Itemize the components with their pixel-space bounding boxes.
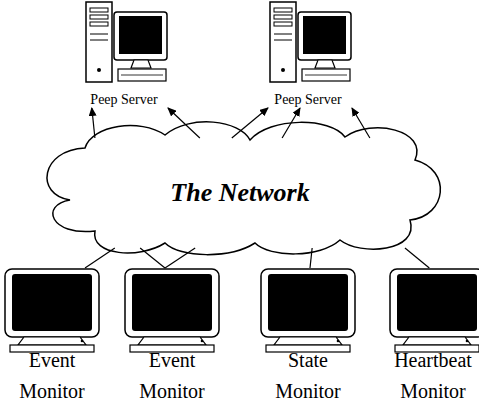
link-line	[310, 248, 312, 268]
monitor-node: Event Monitor	[122, 268, 222, 408]
server-icon	[86, 2, 167, 82]
monitor-node: Heartbeat Monitor	[387, 268, 479, 408]
monitor-icon	[261, 269, 355, 352]
arrow-line	[168, 108, 200, 138]
server-node: Peep Server	[262, 0, 354, 108]
node-label: Peep Server	[252, 91, 364, 108]
monitor-icon	[125, 269, 219, 352]
arrow-line	[232, 108, 268, 138]
link-line	[405, 248, 429, 268]
arrow-line	[282, 108, 300, 138]
link-line	[165, 248, 195, 268]
arrow-line	[352, 108, 370, 138]
node-label: State Monitor	[262, 345, 354, 407]
monitor-icon	[5, 269, 99, 352]
server-node: Peep Server	[78, 0, 170, 108]
node-label: Heartbeat Monitor	[387, 345, 479, 407]
link-line	[85, 248, 115, 268]
monitor-node: Event Monitor	[2, 268, 102, 408]
link-line	[140, 248, 165, 268]
network-cloud-node: The Network	[45, 138, 435, 248]
node-label: Event Monitor	[126, 345, 218, 407]
monitor-node: State Monitor	[258, 268, 358, 408]
arrow-line	[92, 108, 95, 138]
node-label: Peep Server	[68, 91, 180, 108]
node-label: Event Monitor	[6, 345, 98, 407]
server-icon	[270, 2, 351, 82]
node-label: The Network	[45, 138, 435, 248]
monitor-icon	[390, 269, 479, 352]
